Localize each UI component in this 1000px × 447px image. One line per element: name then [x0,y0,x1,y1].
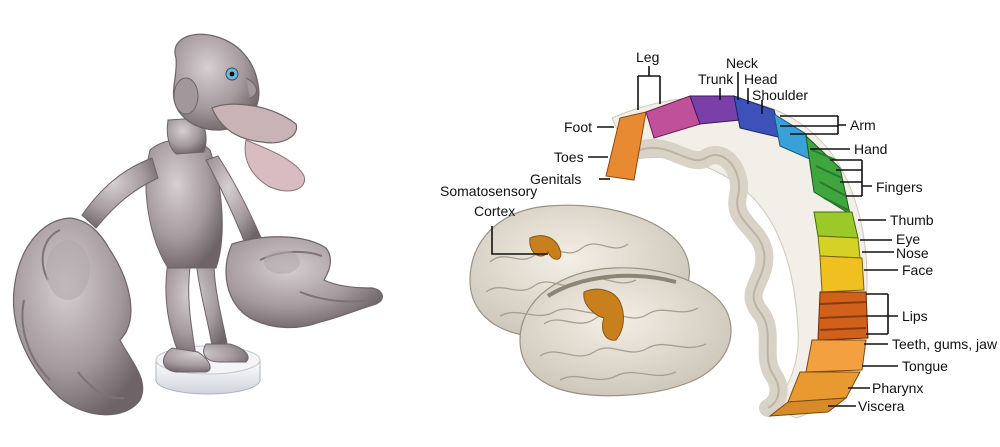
label-teeth-gums-jaw: Teeth, gums, jaw [892,336,998,352]
label-fingers: Fingers [876,179,923,195]
label-nose: Nose [896,245,929,261]
label-head: Head [744,71,777,87]
brain-right-hemisphere [520,268,731,396]
homunculus-legs [166,262,228,356]
label-neck: Neck [726,55,759,71]
label-somatosensory: Somatosensory [440,183,537,199]
label-face: Face [902,262,933,278]
label-pharynx: Pharynx [872,380,923,396]
homunculus-illustration [13,34,382,415]
label-viscera: Viscera [858,398,905,414]
label-thumb: Thumb [890,212,934,228]
label-leg: Leg [636,49,659,65]
band-thumb [814,212,858,238]
label-hand: Hand [854,141,887,157]
label-lips: Lips [902,308,928,324]
label-genitals: Genitals [530,171,581,187]
label-arm: Arm [850,117,876,133]
label-shoulder: Shoulder [752,87,808,103]
band-face [820,256,864,292]
band-eye-nose [818,236,860,258]
cortex-diagram: Leg Neck Trunk Head Shoulder Arm Hand Fo… [440,49,998,418]
label-tongue: Tongue [902,358,948,374]
homunculus-left-hand [13,218,142,415]
label-toes: Toes [554,149,584,165]
band-pharynx [788,372,860,402]
brain-illustration [470,205,731,395]
label-cortex: Cortex [474,203,515,219]
band-foot [606,112,646,180]
homunculus-right-hand [226,237,382,328]
band-tongue [806,340,866,372]
label-trunk: Trunk [698,71,734,87]
homunculus-tongue [245,140,304,191]
label-foot: Foot [564,119,592,135]
